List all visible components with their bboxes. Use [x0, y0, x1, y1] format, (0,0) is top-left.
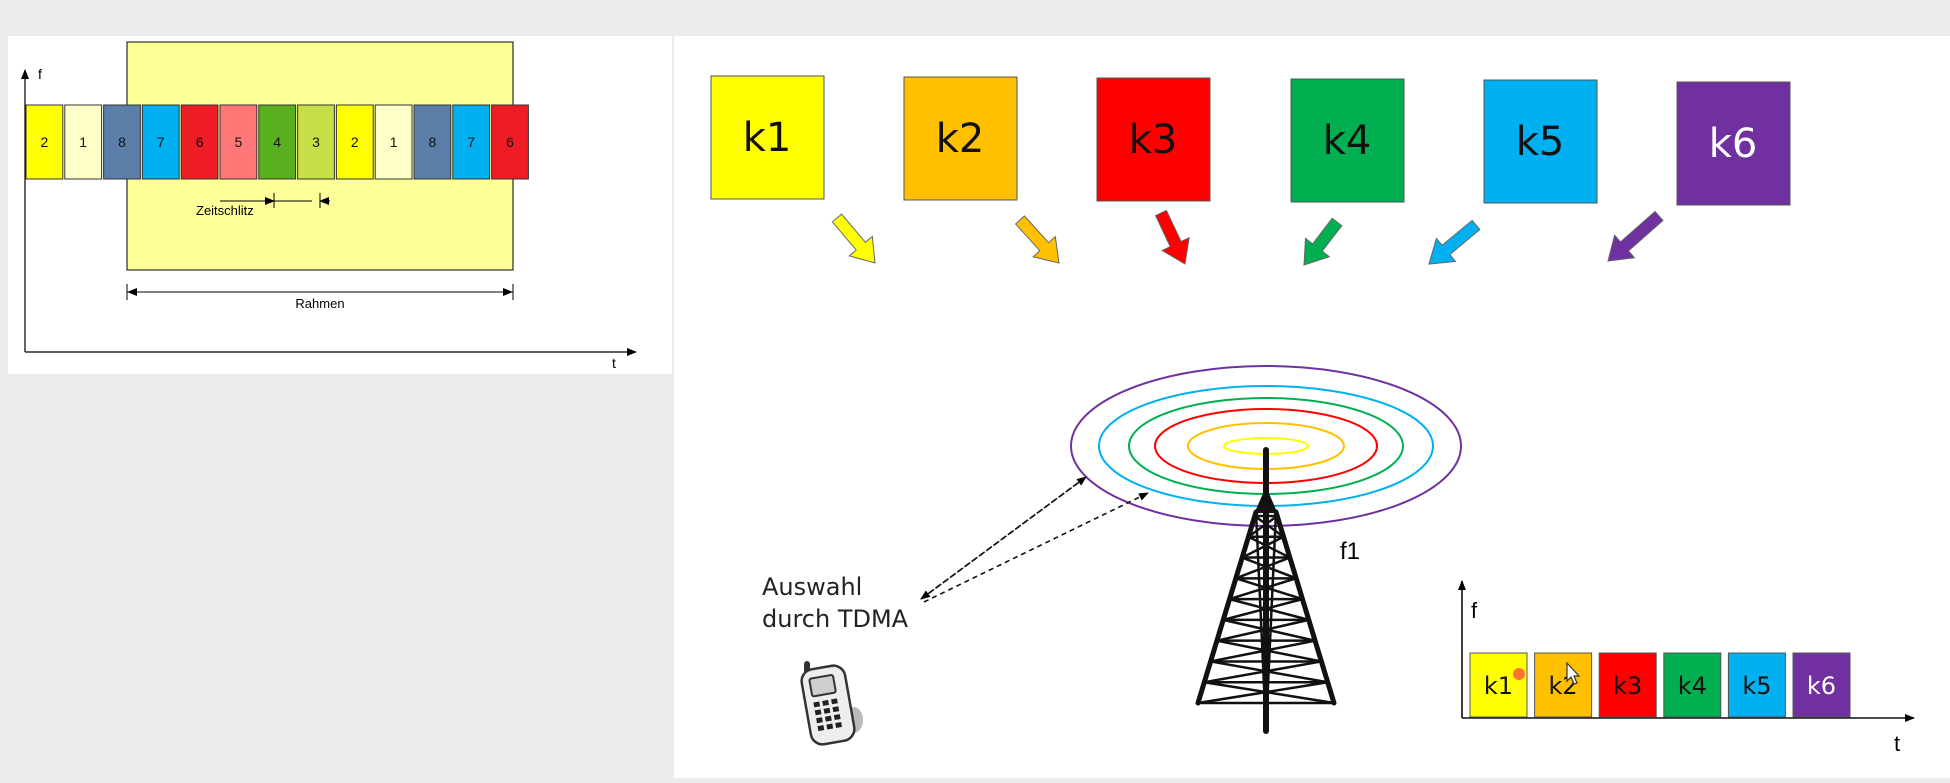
tdma-slot-label: k1: [1484, 672, 1513, 700]
channel-arrow-icon: [1154, 209, 1190, 265]
tdma-slot-label: k4: [1678, 672, 1707, 700]
time-slot: [64, 104, 103, 180]
time-slot: [219, 104, 258, 180]
tdma-t-label: t: [1894, 731, 1900, 756]
channel-label: k6: [1709, 121, 1758, 167]
f-axis-label: f: [38, 66, 42, 82]
slot-label: Zeitschlitz: [196, 203, 254, 218]
channel-arrows: [831, 209, 1664, 266]
channel-box: [903, 76, 1018, 201]
channel-label: k2: [936, 116, 985, 162]
time-slot-label: 2: [351, 134, 359, 150]
channel-arrow-icon: [1303, 217, 1343, 266]
channel-box: [1483, 79, 1598, 204]
time-slot: [180, 104, 219, 180]
channel-label: k5: [1516, 119, 1565, 165]
time-slot: [141, 104, 180, 180]
tdma-slot-label: k6: [1807, 672, 1836, 700]
time-slot-label: 6: [506, 134, 514, 150]
link-uplink-back: [920, 476, 1087, 600]
tdma-slot: [1727, 652, 1786, 718]
time-slot-label: 1: [79, 134, 87, 150]
time-slot: [374, 104, 413, 180]
t-axis-label: t: [612, 355, 616, 371]
tdma-illustration-panel: k1 k2 k3 k4 k5 k6 f1 Auswahl durch TDMA: [674, 36, 1950, 778]
link-downlink: [923, 492, 1149, 603]
channel-box: [1676, 81, 1791, 206]
time-slot-label: 3: [312, 134, 320, 150]
time-slot-label: 7: [467, 134, 475, 150]
frequency-label: f1: [1340, 538, 1360, 565]
channel-label: k4: [1323, 118, 1372, 164]
cursor-pointer-icon: [1566, 661, 1581, 685]
time-slot: [452, 104, 491, 180]
time-slot-label: 6: [196, 134, 204, 150]
time-slot-label: 8: [118, 134, 126, 150]
antenna-tower-icon: [1195, 447, 1337, 734]
channel-arrow-icon: [1607, 210, 1664, 262]
channel-arrow-icon: [831, 213, 876, 264]
tdma-slot: [1469, 652, 1528, 718]
frame-diagram-panel: f t 2 1 8 7 6 5 4 3 2 1 8 7 6 Zeitschlitz Rahmen: [8, 36, 672, 374]
time-slot-label: 8: [429, 134, 437, 150]
time-slot: [491, 104, 529, 180]
frame-diagram: f t 2 1 8 7 6 5 4 3 2 1 8 7 6 Zeitschlitz Rahmen: [21, 41, 637, 371]
mobile-phone-icon: [800, 661, 863, 746]
time-slot-label: 4: [273, 134, 281, 150]
time-slot: [258, 104, 297, 180]
time-slot: [103, 104, 141, 180]
time-slot-label: 2: [41, 134, 49, 150]
phone-caption-line2: durch TDMA: [762, 605, 909, 633]
channel-box: [1290, 78, 1405, 203]
channel-arrow-icon: [1428, 219, 1481, 265]
phone-caption-line1: Auswahl: [762, 573, 862, 601]
tdma-slot-label: k3: [1613, 672, 1642, 700]
time-slot: [25, 104, 64, 180]
channel-label: k3: [1129, 117, 1178, 163]
cursor-dot: [1513, 668, 1525, 680]
channel-row: k1 k2 k3 k4 k5 k6: [710, 75, 1791, 206]
time-slot: [297, 104, 335, 180]
channel-box: [710, 75, 825, 200]
slot-row: 2 1 8 7 6 5 4 3 2 1 8 7 6: [25, 104, 529, 180]
tdma-slot-label: k5: [1742, 672, 1771, 700]
time-slot-label: 5: [235, 134, 243, 150]
channel-label: k1: [743, 115, 792, 161]
channel-arrow-icon: [1014, 215, 1060, 264]
tdma-slot: [1534, 652, 1593, 718]
time-slot: [413, 104, 452, 180]
time-slot: [335, 104, 374, 180]
time-slot-label: 1: [390, 134, 398, 150]
frame-label: Rahmen: [295, 296, 344, 311]
tdma-f-label: f: [1471, 598, 1478, 623]
tdma-slot: [1792, 652, 1851, 718]
channel-box: [1096, 77, 1211, 202]
tdma-slot: [1598, 652, 1657, 718]
time-slot-label: 7: [157, 134, 165, 150]
tdma-illustration: k1 k2 k3 k4 k5 k6 f1 Auswahl durch TDMA: [710, 75, 1915, 756]
tdma-slot: [1663, 652, 1722, 718]
